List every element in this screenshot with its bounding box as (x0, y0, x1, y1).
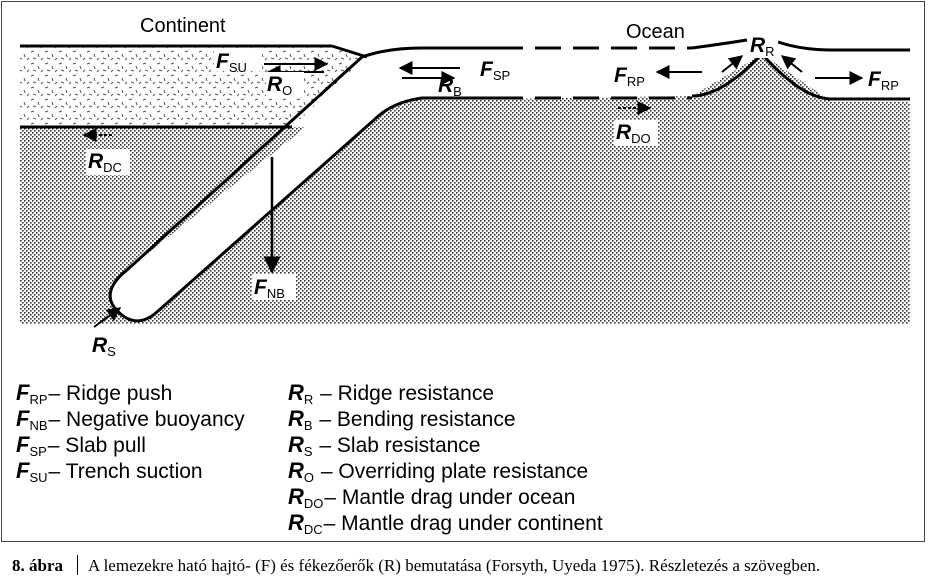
label-fnb: FNB (254, 276, 285, 301)
label-frp-right: FRP (868, 68, 899, 93)
legend-row: FRP– Ridge push (16, 380, 173, 407)
legend-row: RO – Overriding plate resistance (288, 458, 589, 485)
legend-resistive-forces: RR – Ridge resistance RB – Bending resis… (288, 380, 603, 537)
caption-text: A lemezekre ható hajtó- (F) és fékezőerő… (88, 556, 821, 575)
legend-driving-forces: FRP– Ridge push FNB– Negative buoyancy F… (16, 380, 245, 485)
legend-row: RDC– Mantle drag under continent (288, 510, 603, 537)
figure-number: 8. ábra (12, 556, 63, 575)
plate-outlines (20, 38, 910, 323)
legend-row: RR – Ridge resistance (288, 380, 495, 407)
label-rb: RB (438, 74, 462, 99)
oceanic-plate (497, 40, 910, 99)
legend-row: RB – Bending resistance (288, 406, 516, 433)
legend-row: RDO– Mantle drag under ocean (288, 484, 576, 511)
label-fsp: FSP (480, 58, 510, 83)
force-labels: FSU RO FSP RB FRP FRP RR RDO RDC FNB RS (86, 34, 899, 359)
continent-label: Continent (140, 15, 226, 37)
figure-frame: Continent Ocean FSU RO FSP RB FRP FRP RR… (1, 1, 925, 542)
label-fsu: FSU (216, 50, 247, 75)
legend-row: FSP– Slab pull (16, 432, 146, 459)
plate-forces-diagram: Continent Ocean FSU RO FSP RB FRP FRP RR… (20, 15, 910, 359)
subducting-slab (110, 48, 498, 321)
mantle (20, 54, 910, 324)
caption-separator (77, 555, 78, 575)
label-rs: RS (92, 334, 116, 359)
label-rdc: RDC (88, 150, 122, 175)
label-rr: RR (750, 34, 775, 59)
figure-caption: 8. ábra A lemezekre ható hajtó- (F) és fé… (12, 555, 922, 581)
ocean-label: Ocean (626, 21, 685, 43)
legend-row: FNB– Negative buoyancy (16, 406, 245, 433)
label-rdo: RDO (616, 121, 651, 146)
legend-row: RS – Slab resistance (288, 432, 481, 459)
label-ro: RO (267, 73, 292, 98)
label-frp-left: FRP (614, 64, 645, 89)
legend-row: FSU– Trench suction (16, 458, 203, 485)
